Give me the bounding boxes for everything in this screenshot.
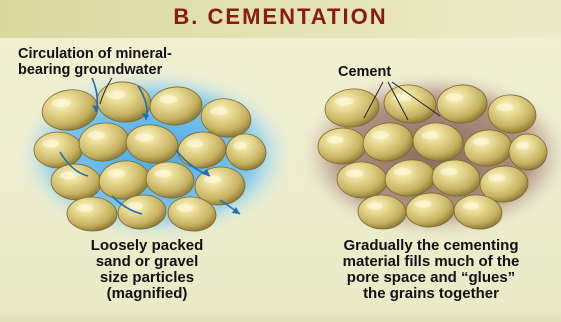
grain-highlight: [372, 131, 390, 139]
grain-highlight: [159, 95, 177, 103]
grain-highlight: [472, 138, 489, 146]
grain-highlight: [88, 131, 106, 139]
grain-highlight: [516, 142, 529, 150]
grain-highlight: [135, 133, 153, 141]
grain-highlight: [394, 168, 412, 176]
right-caption: Gradually the cementing material fills m…: [304, 238, 558, 302]
cement-annotation: Cement: [338, 64, 428, 80]
grain-highlight: [488, 174, 505, 182]
grain-highlight: [176, 204, 193, 211]
grain-highlight: [446, 93, 464, 101]
grain-highlight: [106, 91, 125, 100]
grain-highlight: [440, 168, 457, 176]
grain-highlight: [346, 170, 364, 178]
grain-highlight: [76, 204, 94, 211]
grain-highlight: [210, 107, 228, 115]
grain-highlight: [204, 175, 222, 183]
grain-highlight: [496, 103, 513, 111]
grain-highlight: [60, 172, 78, 180]
bottom-strip: [0, 312, 561, 322]
grain-highlight: [233, 142, 247, 150]
grain-highlight: [52, 99, 72, 108]
grain-highlight: [414, 200, 431, 207]
sediment-grain: [34, 132, 82, 168]
grain-highlight: [42, 140, 59, 148]
grain-highlight: [326, 136, 343, 144]
grain-highlight: [366, 202, 383, 209]
grain-highlight: [186, 140, 203, 148]
circulation-annotation: Circulation of mineral- bearing groundwa…: [18, 46, 228, 78]
left-caption: Loosely packed sand or gravel size parti…: [52, 238, 242, 302]
grain-highlight: [154, 170, 171, 178]
grain-highlight: [334, 97, 353, 105]
grain-highlight: [108, 169, 126, 177]
grain-highlight: [422, 131, 440, 139]
grain-highlight: [462, 202, 479, 209]
